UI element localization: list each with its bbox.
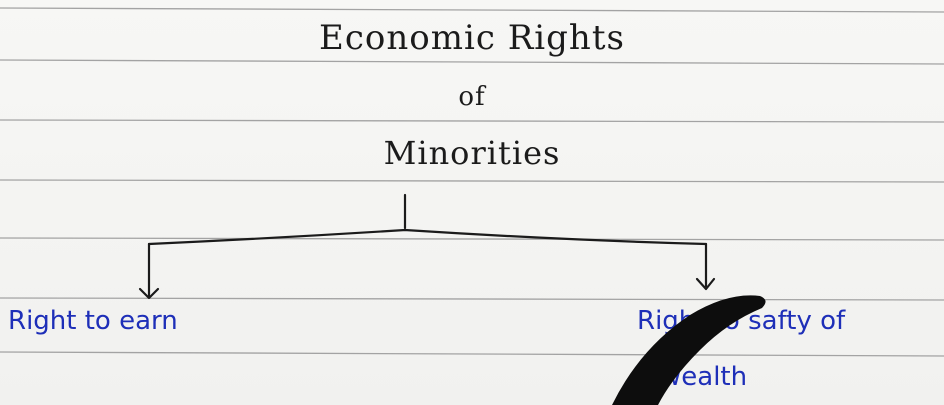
right-arrow-head: [695, 277, 716, 291]
left-arrow-head: [138, 287, 160, 300]
title-of: of: [458, 82, 486, 112]
branch-right-to-earn: Right to earn: [8, 306, 178, 336]
title-minorities: Minorities: [383, 134, 561, 172]
brace-bar: [147, 228, 708, 246]
title-economic-rights: Economic Rights: [319, 18, 625, 58]
